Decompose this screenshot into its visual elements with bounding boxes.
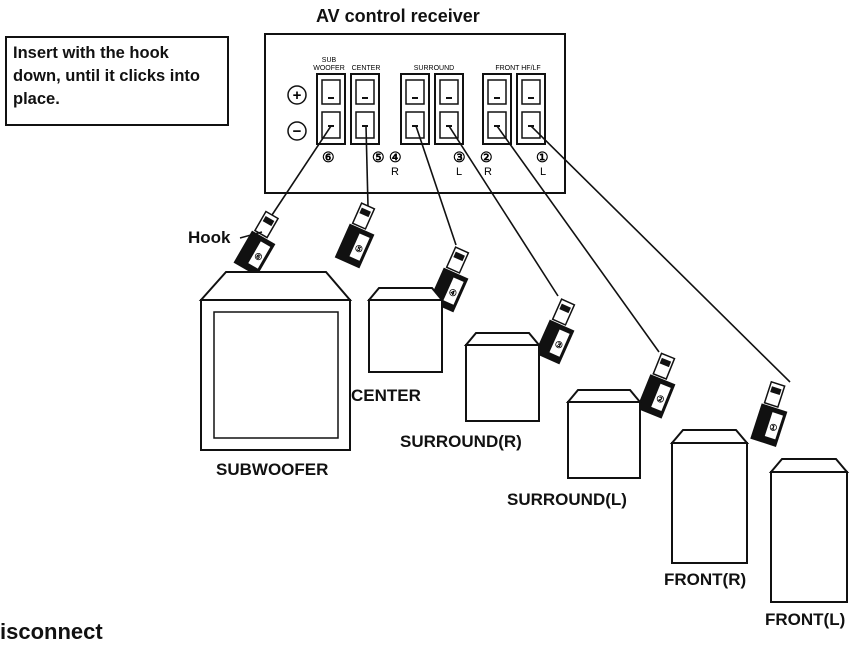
plug-number-2: ② [655,393,666,405]
terminal-number-5: ⑤ [372,149,385,165]
plug-number-1: ① [768,422,779,434]
speaker-label-front-l: FRONT(L) [765,610,846,629]
speaker-connection-diagram: AV control receiver Insert with the hook… [0,6,850,644]
plug-number-3: ③ [553,339,564,351]
speaker-label-front-r: FRONT(R) [664,570,747,589]
terminal-number-1: ① [536,149,549,165]
group-label-sub-line1: SUB [322,57,337,64]
speaker-surround-r [463,332,542,422]
speaker-cables [271,125,791,383]
speaker-label-center: CENTER [351,386,421,405]
plug-surround-l: ③ [534,298,576,365]
instruction-note: Insert with the hook down, until it clic… [5,36,229,126]
plug-number-5: ⑤ [353,243,364,255]
hook-label: Hook [188,228,231,247]
speaker-label-surround-r: SURROUND(R) [400,432,522,451]
plug-number-4: ④ [447,287,458,299]
speaker-label-surround-l: SURROUND(L) [507,490,627,509]
plus-circle [287,85,307,105]
plug-center: ⑤ [334,202,376,269]
plug-number-6: ⑥ [252,250,264,263]
terminal-number-2: ② [480,149,493,165]
plug-subwoofer: ⑥ [233,210,280,277]
speaker-front-l [768,458,850,603]
plug-front-l: ① [750,380,788,447]
speaker-surround-l [565,389,643,479]
speaker-front-r [669,429,750,564]
speaker-center [366,287,445,373]
hook-pointer [239,231,263,239]
terminal-number-3: ③ [453,149,466,165]
speaker-subwoofer [198,271,353,451]
minus-circle [287,121,307,141]
group-label-sub-line2: WOOFER [313,65,345,72]
terminal-pair-sub [316,73,380,145]
terminal-sub-3: L [456,166,462,178]
wiring-svg: + − SUB WOOFER CENTER SURROUND FRONT HF/… [198,33,850,603]
partial-heading-bottom-left: isconnect [0,619,103,644]
plus-symbol: + [293,87,302,104]
plug-front-r: ② [636,352,676,419]
terminal-number-4: ④ [389,149,402,165]
terminal-sub-1: L [540,166,546,178]
terminal-pair-surround [400,73,464,145]
speaker-label-subwoofer: SUBWOOFER [216,460,329,479]
terminal-sub-4: R [391,166,399,178]
terminal-number-6: ⑥ [322,149,335,165]
minus-symbol: − [293,123,302,140]
receiver-title: AV control receiver [316,6,480,26]
group-label-surround: SURROUND [414,65,454,72]
group-label-front: FRONT HF/LF [495,65,540,72]
terminal-sub-2: R [484,166,492,178]
group-label-center: CENTER [352,65,381,72]
